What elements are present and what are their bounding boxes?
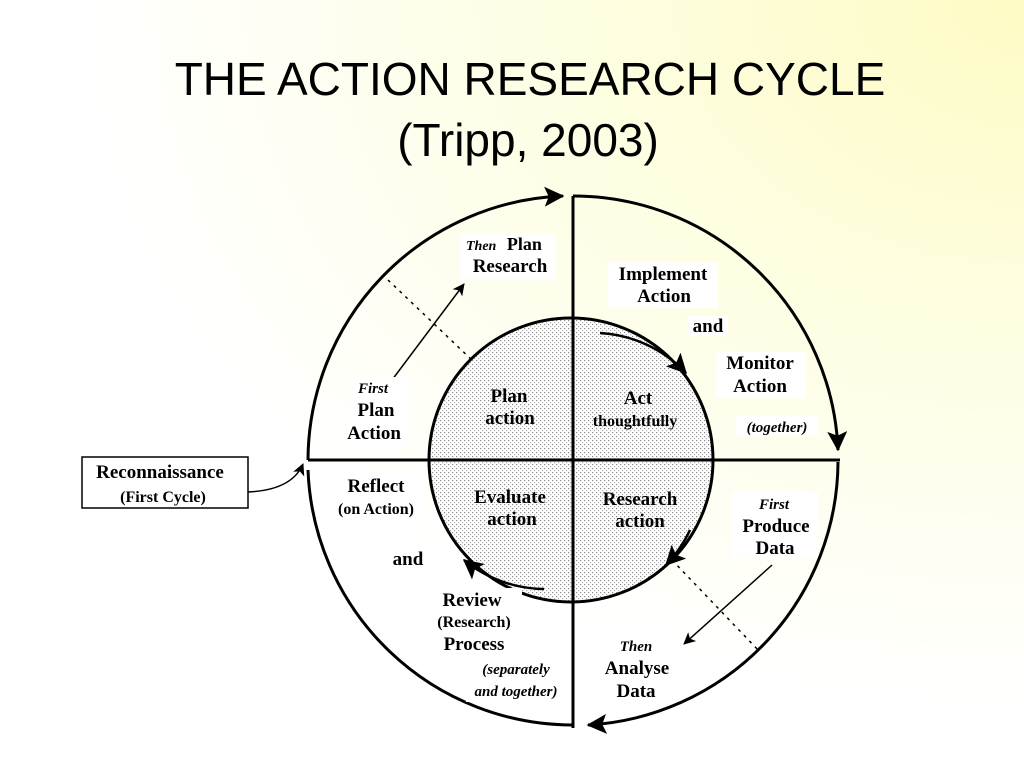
- act-label: Act: [624, 388, 653, 409]
- analyse-data-label: Data: [616, 681, 656, 702]
- on-action-label: (on Action): [338, 501, 414, 518]
- and-together-label: and together): [475, 684, 558, 700]
- inner-arrow-bottom-left: [462, 559, 545, 591]
- research-paren-label: (Research): [437, 614, 510, 631]
- inner-arrow-bottom-right: [665, 529, 692, 567]
- produce-label: Produce: [742, 516, 809, 537]
- first-cycle-label: (First Cycle): [120, 489, 206, 506]
- research-action-label-1: Research: [603, 489, 678, 510]
- and-bottom-label: and: [393, 549, 424, 570]
- plan-action-label-1: Plan: [491, 386, 528, 407]
- dotted-line-top-left: [387, 279, 475, 363]
- implement-action-label: Action: [637, 286, 691, 307]
- first-produce-prefix: First: [758, 497, 790, 513]
- review-label: Review: [442, 590, 501, 611]
- title-line-1: THE ACTION RESEARCH CYCLE: [174, 53, 886, 105]
- implement-label: Implement: [619, 264, 708, 285]
- first-plan-action-label: Action: [347, 423, 401, 444]
- first-plan-prefix: First: [357, 381, 389, 397]
- plan-action-label-2: action: [485, 408, 535, 429]
- monitor-label: Monitor: [726, 353, 794, 374]
- and-top-label: and: [693, 316, 724, 337]
- title-line-2: (Tripp, 2003): [397, 114, 659, 166]
- evaluate-action-label-2: action: [487, 509, 537, 530]
- then-plan-research-line2: Research: [473, 256, 548, 277]
- together-label: (together): [747, 420, 808, 436]
- reflect-label: Reflect: [348, 476, 406, 497]
- first-plan-label: Plan: [358, 400, 395, 421]
- analyse-label: Analyse: [605, 658, 669, 679]
- separately-label: (separately: [482, 662, 550, 678]
- outer-arc-bottom-right: [586, 461, 840, 734]
- process-label: Process: [444, 634, 505, 655]
- reconnaissance-label: Reconnaissance: [96, 462, 224, 483]
- outer-arc-top-right: [572, 194, 848, 452]
- reconnaissance-arrow: [247, 463, 305, 493]
- thoughtfully-label: thoughtfully: [593, 413, 677, 430]
- outer-arc-bottom-left: [306, 469, 574, 727]
- then-plan-research-line1: Then Plan: [466, 234, 542, 254]
- monitor-action-label: Action: [733, 376, 787, 397]
- evaluate-action-label-1: Evaluate: [474, 487, 546, 508]
- then-analyse-prefix: Then: [620, 639, 653, 655]
- inner-arrow-top-right: [599, 331, 687, 375]
- arrow-first-to-then-data: [683, 564, 773, 645]
- dotted-line-bottom-right: [671, 559, 761, 653]
- produce-data-label: Data: [755, 538, 795, 559]
- reconnaissance-box: [81, 456, 249, 509]
- outer-arc-top-left: [306, 186, 565, 461]
- research-action-label-2: action: [615, 511, 665, 532]
- arrow-first-to-then-plan: [391, 283, 465, 381]
